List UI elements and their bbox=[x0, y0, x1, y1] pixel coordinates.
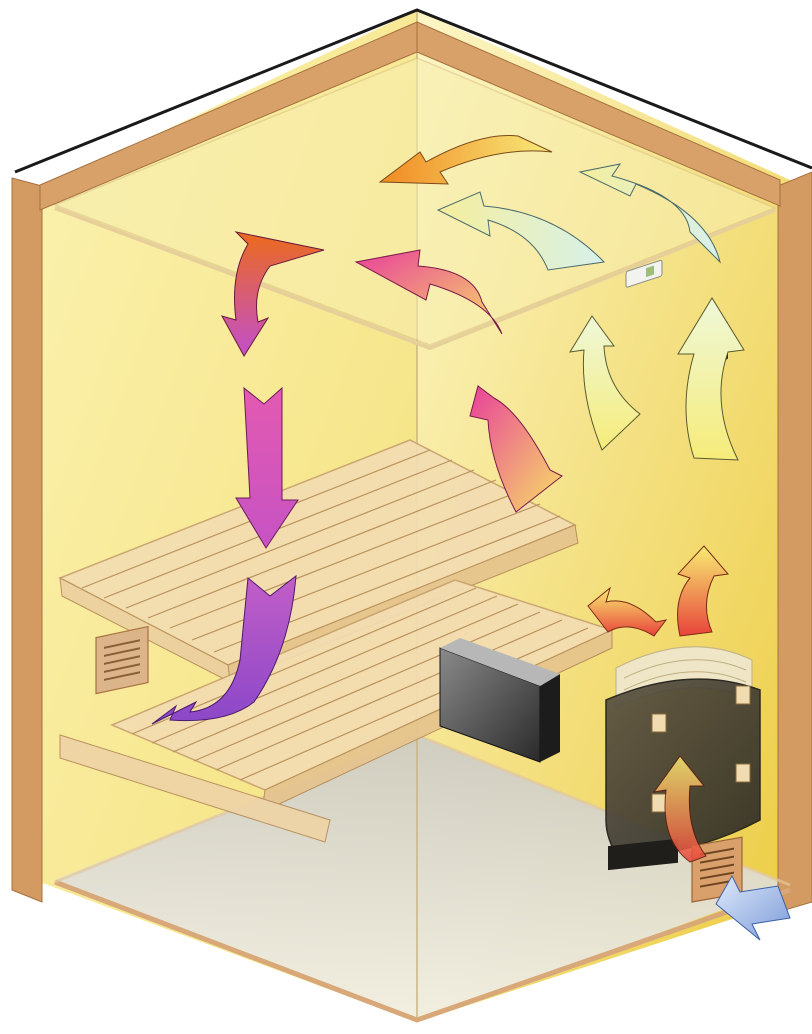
sensor bbox=[625, 259, 663, 288]
rise-arrow-3 bbox=[569, 315, 641, 451]
airflow-arrows bbox=[151, 135, 791, 941]
exhaust-vent-grille bbox=[104, 639, 140, 681]
ceiling-arrow-3 bbox=[378, 135, 553, 185]
rise-arrow-4 bbox=[677, 297, 745, 461]
exhaust-vent bbox=[95, 625, 149, 695]
down-arrow-1 bbox=[220, 231, 325, 357]
rise-arrow-5 bbox=[469, 385, 563, 513]
inlet-arrow bbox=[715, 874, 791, 941]
floor-trim bbox=[54, 879, 791, 1023]
rise-arrow-2 bbox=[677, 545, 729, 637]
top-right-beam bbox=[416, 21, 781, 207]
ceiling-arrow-1 bbox=[578, 163, 721, 264]
wall-box-top bbox=[440, 638, 560, 686]
ceiling bbox=[52, 57, 777, 351]
wall-box-side bbox=[540, 674, 560, 762]
right-post bbox=[777, 171, 812, 913]
ceiling-arrow-2 bbox=[436, 191, 606, 271]
heater-brackets bbox=[651, 685, 751, 813]
sensor-light bbox=[646, 265, 654, 278]
left-post bbox=[11, 177, 43, 903]
roof-edge bbox=[14, 8, 812, 174]
corner-posts bbox=[11, 21, 812, 1023]
ceiling-panel bbox=[52, 57, 777, 346]
down-arrow-3 bbox=[151, 574, 297, 725]
heater-stone-lines bbox=[623, 659, 747, 691]
down-arrow-2 bbox=[235, 386, 299, 549]
inlet-vent-grille bbox=[700, 847, 734, 888]
ceiling-arrow-4 bbox=[354, 249, 503, 335]
heater-rise-arrow bbox=[652, 755, 707, 863]
rise-arrow-1 bbox=[587, 586, 668, 637]
heater-base bbox=[608, 838, 678, 871]
lower-bench-support bbox=[59, 734, 331, 843]
wall-box bbox=[439, 638, 560, 763]
ceiling-rim bbox=[54, 206, 776, 351]
